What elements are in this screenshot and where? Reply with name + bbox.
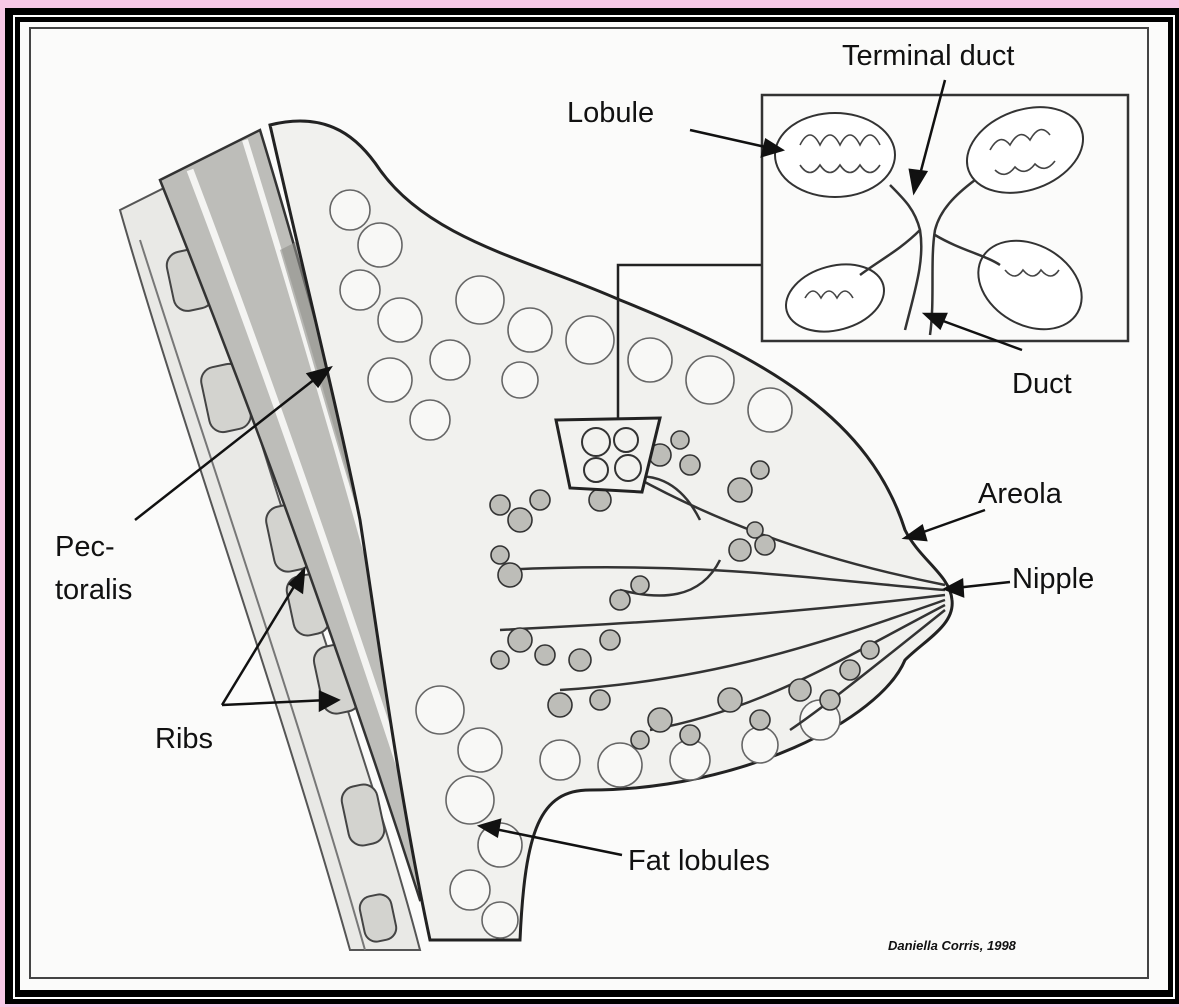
label-terminal-duct: Terminal duct bbox=[842, 40, 1014, 72]
lobule-inset-small bbox=[556, 418, 660, 492]
lobule-top-left bbox=[775, 113, 895, 197]
artist-credit: Daniella Corris, 1998 bbox=[888, 938, 1017, 953]
label-fat-lobules: Fat lobules bbox=[628, 845, 770, 877]
label-pectoralis-line1: Pec- bbox=[55, 531, 115, 563]
label-duct: Duct bbox=[1012, 368, 1072, 400]
lobule-inset-large bbox=[762, 92, 1128, 347]
label-ribs: Ribs bbox=[155, 723, 213, 755]
label-pectoralis-line2: toralis bbox=[55, 574, 132, 606]
label-nipple: Nipple bbox=[1012, 563, 1094, 595]
label-areola: Areola bbox=[978, 478, 1063, 510]
label-lobule: Lobule bbox=[567, 97, 654, 129]
